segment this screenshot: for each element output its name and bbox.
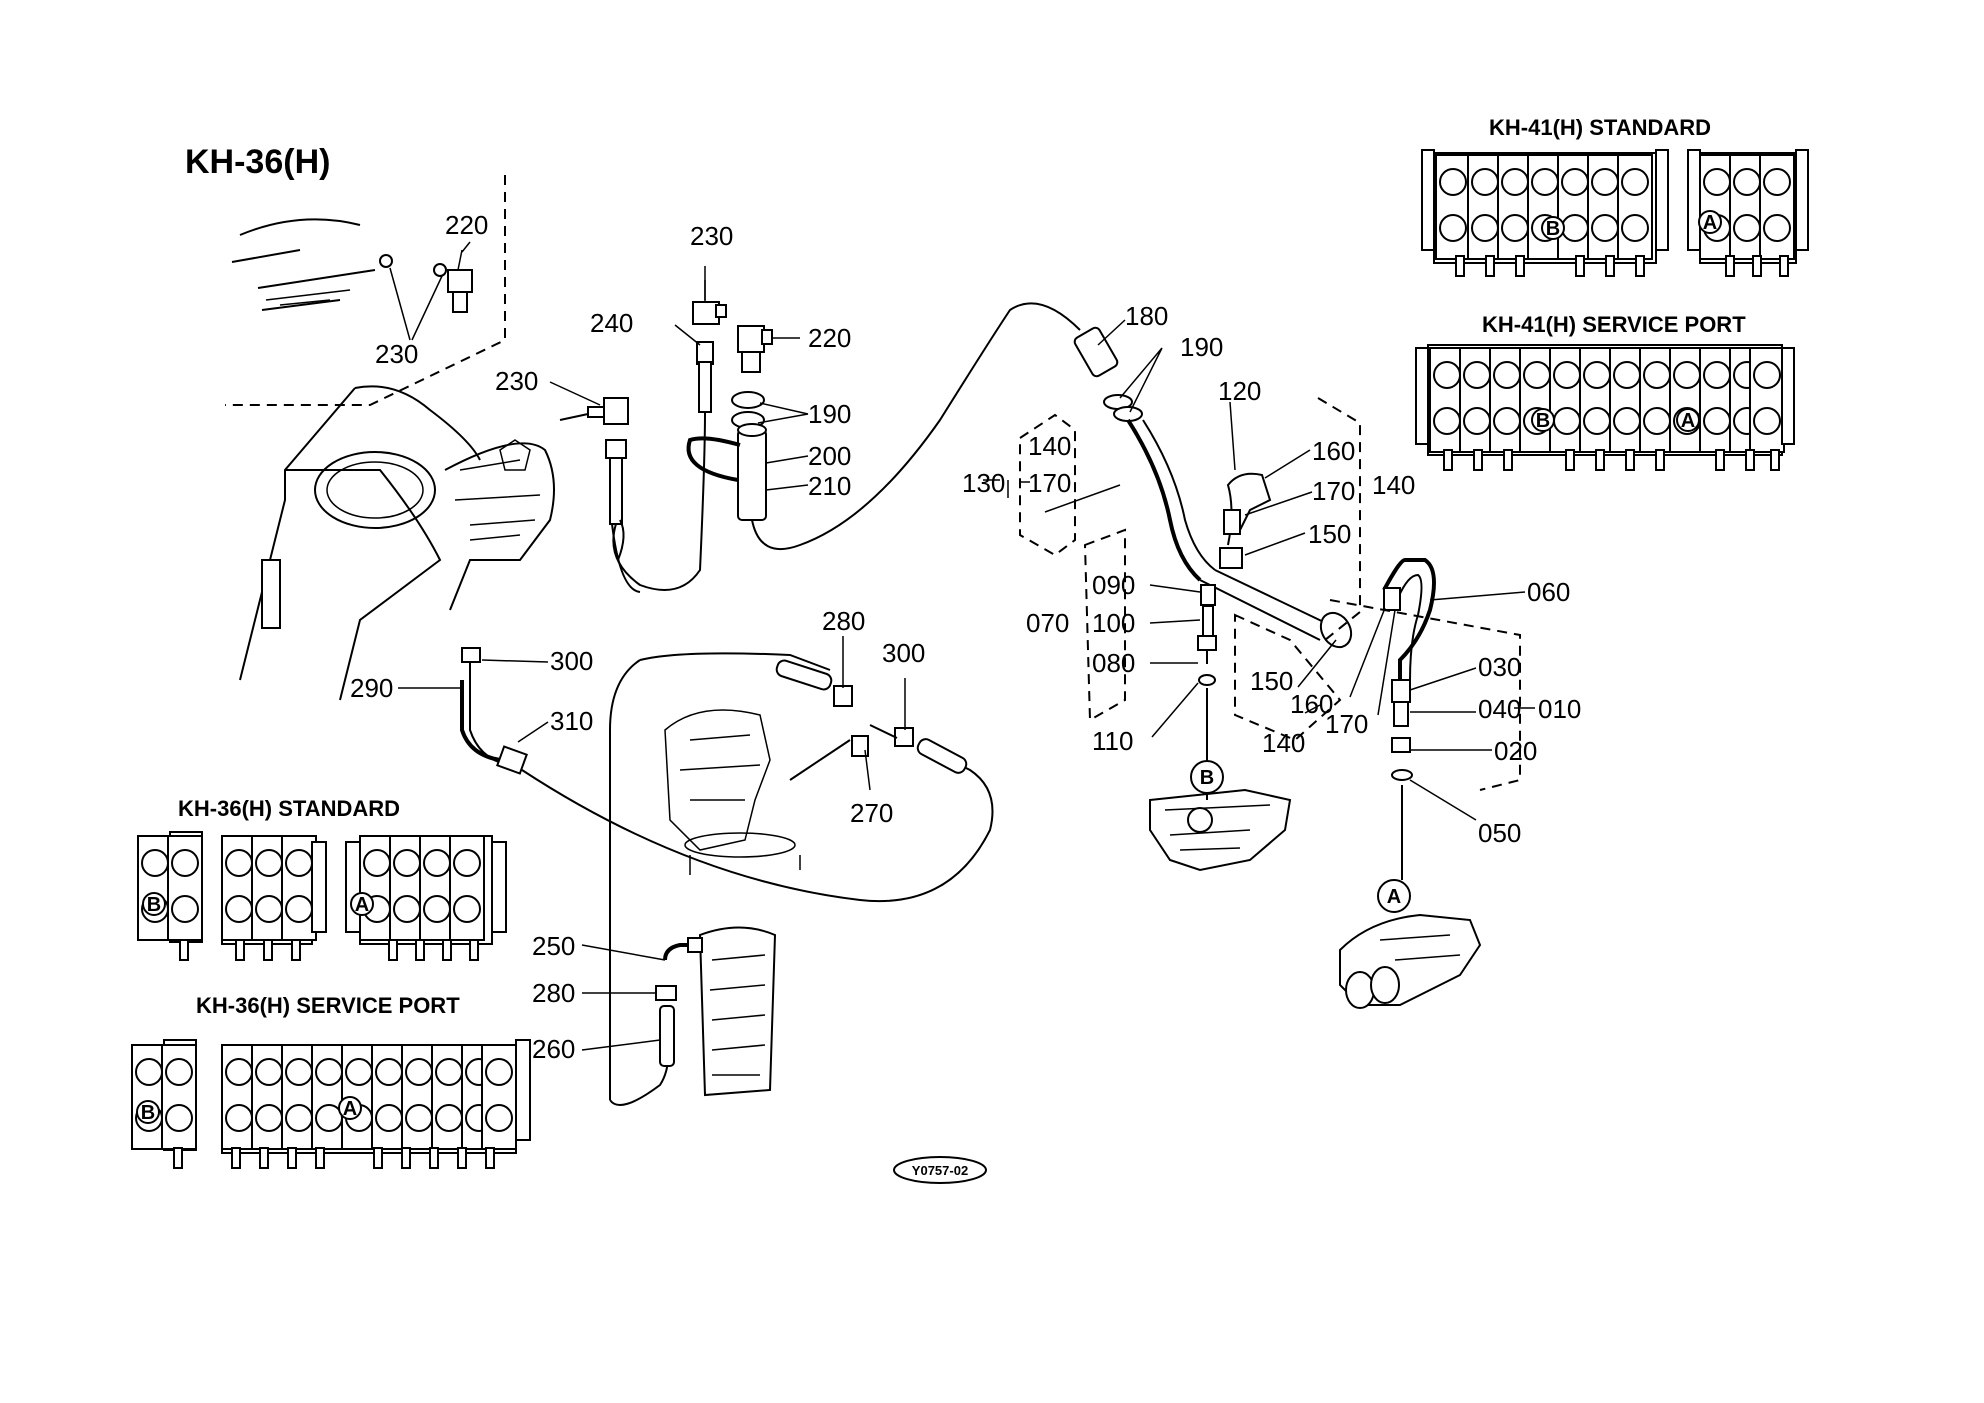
svg-text:B: B (1200, 767, 1214, 789)
label-090: 090 (1092, 570, 1135, 600)
hose-lines (611, 302, 1081, 593)
svg-text:B: B (1546, 218, 1560, 240)
label-070: 070 (1026, 608, 1069, 638)
port-marker-a: A (1377, 879, 1411, 913)
label-250: 250 (532, 931, 575, 961)
label-190-center: 190 (808, 399, 851, 429)
valve-bank-kh36-service: B A (131, 1039, 531, 1169)
label-230-top-left: 230 (375, 339, 418, 369)
tube-assembly-b (1073, 326, 1353, 800)
label-040: 040 (1478, 694, 1521, 724)
label-100: 100 (1092, 608, 1135, 638)
drawing-code-badge: Y0757-02 (893, 1156, 987, 1184)
title-kh36-standard: KH-36(H) STANDARD (178, 796, 400, 821)
valve-bank-kh41-standard: B A (1421, 149, 1809, 277)
callout-boxes (1019, 397, 1521, 791)
valve-bank-kh41-service: B A (1415, 344, 1795, 471)
label-020: 020 (1494, 736, 1537, 766)
label-210: 210 (808, 471, 851, 501)
svg-text:A: A (1387, 886, 1401, 908)
control-valve-a (1339, 913, 1482, 1009)
part-number-labels: 220 230 230 240 220 230 190 200 210 180 … (350, 210, 1581, 1064)
label-140-box: 140 (1028, 431, 1071, 461)
label-220-top-left: 220 (445, 210, 488, 240)
svg-text:A: A (1703, 212, 1717, 234)
label-010: 010 (1538, 694, 1581, 724)
label-290: 290 (350, 673, 393, 703)
label-170-box: 170 (1028, 468, 1071, 498)
label-310: 310 (550, 706, 593, 736)
valve-bank-kh36-standard: B A (137, 831, 507, 961)
label-030: 030 (1478, 652, 1521, 682)
label-230-left: 230 (495, 366, 538, 396)
service-hose-assembly (460, 647, 994, 1106)
center-fittings (559, 280, 773, 525)
label-160-lower: 160 (1290, 689, 1333, 719)
label-160-upper: 160 (1312, 436, 1355, 466)
label-060: 060 (1527, 577, 1570, 607)
label-270: 270 (850, 798, 893, 828)
main-title: KH-36(H) (185, 143, 330, 181)
svg-text:A: A (1681, 410, 1695, 432)
label-080: 080 (1092, 648, 1135, 678)
machine-body-outline (225, 175, 555, 701)
label-170-lower: 170 (1325, 709, 1368, 739)
label-300-left: 300 (550, 646, 593, 676)
label-240: 240 (590, 308, 633, 338)
title-kh41-standard: KH-41(H) STANDARD (1489, 115, 1711, 140)
lower-valve (655, 926, 777, 1097)
svg-text:Y0757-02: Y0757-02 (912, 1163, 968, 1178)
svg-text:A: A (355, 894, 369, 916)
label-280-lower: 280 (532, 978, 575, 1008)
label-230-center: 230 (690, 221, 733, 251)
label-260: 260 (532, 1034, 575, 1064)
control-valve-b (1149, 788, 1292, 872)
label-150-upper: 150 (1308, 519, 1351, 549)
label-120: 120 (1218, 376, 1261, 406)
label-150-lower: 150 (1250, 666, 1293, 696)
label-200: 200 (808, 441, 851, 471)
tube-assembly-a (1382, 558, 1436, 880)
label-190-right: 190 (1180, 332, 1223, 362)
port-marker-b: B (1190, 760, 1224, 794)
label-110: 110 (1092, 726, 1133, 756)
svg-text:B: B (1536, 410, 1550, 432)
label-130: 130 (962, 468, 1005, 498)
title-kh41-service: KH-41(H) SERVICE PORT (1482, 312, 1746, 337)
label-050: 050 (1478, 818, 1521, 848)
label-220-center: 220 (808, 323, 851, 353)
leader-lines (398, 241, 1535, 1051)
title-kh36-service: KH-36(H) SERVICE PORT (196, 993, 460, 1018)
label-140-upper: 140 (1372, 470, 1415, 500)
label-180: 180 (1125, 301, 1168, 331)
svg-text:B: B (141, 1102, 155, 1124)
pump-sketch (664, 709, 801, 875)
fitting-group-top-left (379, 249, 473, 341)
label-170-upper: 170 (1312, 476, 1355, 506)
svg-text:A: A (343, 1098, 357, 1120)
label-280-upper: 280 (822, 606, 865, 636)
label-300-right: 300 (882, 638, 925, 668)
label-140-lower: 140 (1262, 728, 1305, 758)
svg-text:B: B (147, 894, 161, 916)
